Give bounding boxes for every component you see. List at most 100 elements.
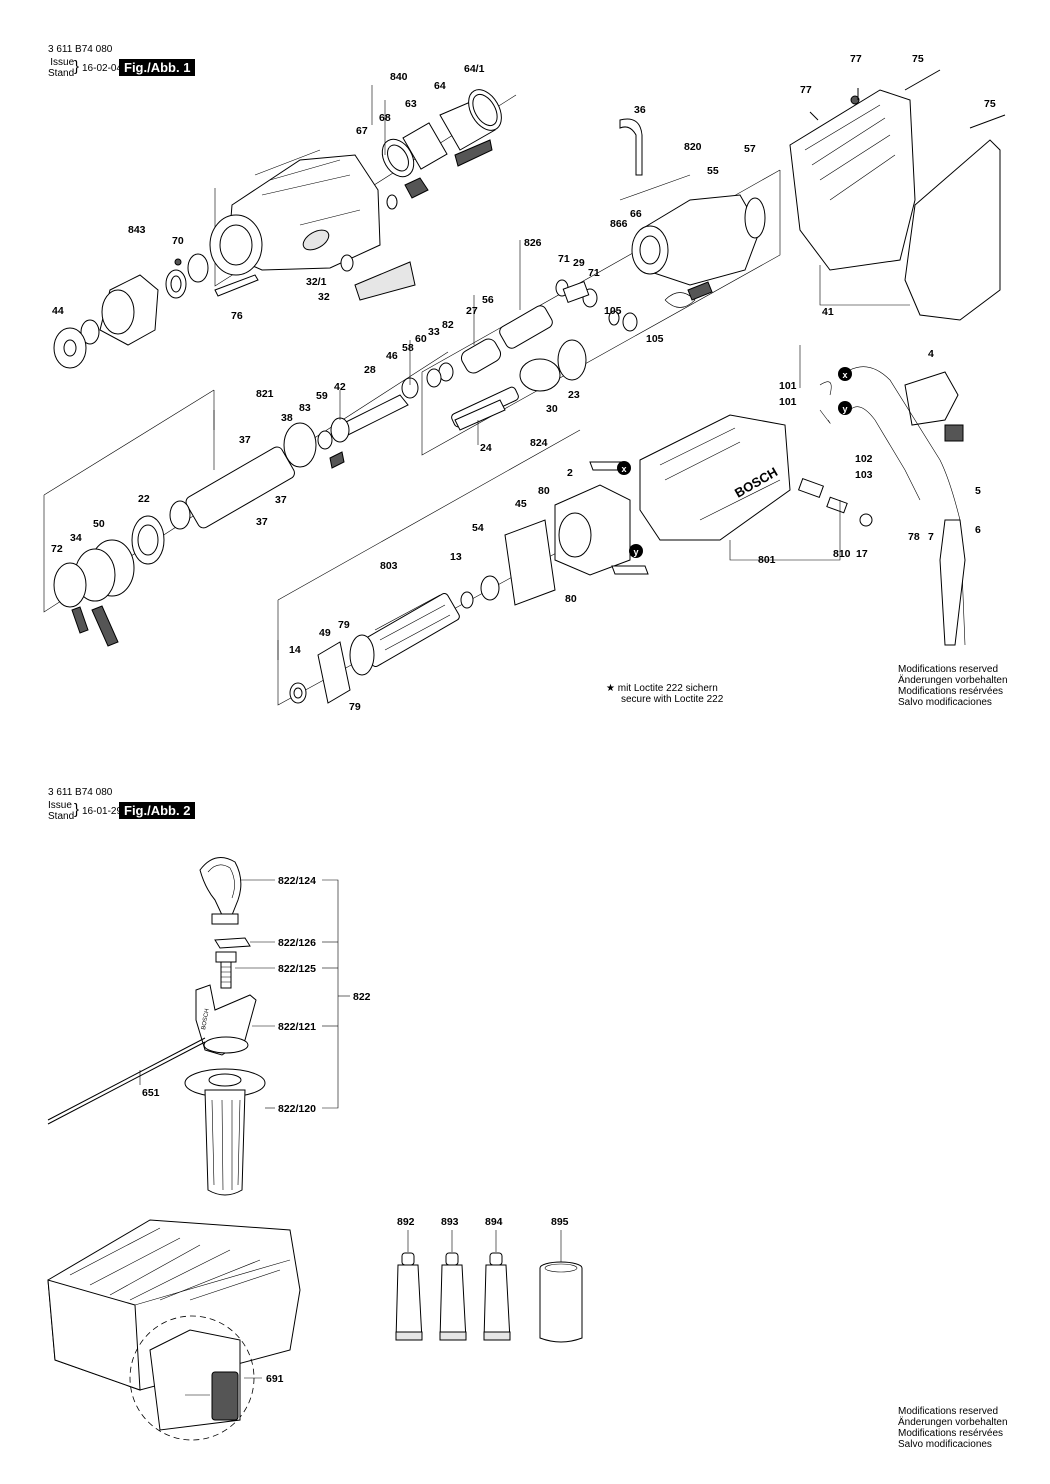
label-63: 63 bbox=[405, 98, 417, 110]
label-820: 820 bbox=[684, 141, 702, 153]
fig2-part-number: 3 611 B74 080 bbox=[48, 787, 113, 798]
label-76: 76 bbox=[231, 310, 243, 322]
fig2-modifications: Modifications reserved Änderungen vorbeh… bbox=[898, 1406, 1008, 1450]
fig1-date: 16-02-04 bbox=[82, 63, 123, 74]
label-843: 843 bbox=[128, 224, 146, 236]
depth-rod-651 bbox=[47, 1037, 206, 1125]
marker-x-1: x bbox=[838, 367, 852, 381]
label-50: 50 bbox=[93, 518, 105, 530]
label-5: 5 bbox=[975, 485, 981, 497]
label-691: 691 bbox=[266, 1373, 284, 1385]
brace: } bbox=[74, 801, 80, 818]
label-77a: 77 bbox=[850, 53, 862, 65]
label-13: 13 bbox=[450, 551, 462, 563]
mod-fr: Modifications resérvées bbox=[898, 686, 1004, 697]
label-68: 68 bbox=[379, 112, 391, 124]
label-32: 32 bbox=[318, 291, 330, 303]
label-36: 36 bbox=[634, 104, 646, 116]
label-895: 895 bbox=[551, 1216, 569, 1228]
brace: } bbox=[74, 58, 80, 75]
label-821: 821 bbox=[256, 388, 274, 400]
label-822-120: 822/120 bbox=[278, 1103, 316, 1115]
svg-text:y: y bbox=[633, 547, 638, 557]
label-49: 49 bbox=[319, 627, 331, 639]
label-34: 34 bbox=[70, 532, 82, 544]
grease-tin-895 bbox=[539, 1261, 583, 1343]
label-866: 866 bbox=[610, 218, 628, 230]
label-801: 801 bbox=[758, 554, 776, 566]
label-80b: 80 bbox=[565, 593, 577, 605]
handle-head-822-121: BOSCH bbox=[195, 984, 257, 1056]
fig1-badge: Fig./Abb. 1 bbox=[119, 59, 196, 76]
label-2: 2 bbox=[567, 467, 573, 479]
label-22: 22 bbox=[138, 493, 150, 505]
fig1-exploded-diagram: BOSCH x y x bbox=[43, 53, 1006, 713]
label-27: 27 bbox=[466, 305, 478, 317]
fig2-labels: 822/124 822/126 822/125 822 822/121 651 … bbox=[142, 875, 569, 1385]
chuck-parts bbox=[53, 253, 416, 369]
stator-and-brushes bbox=[460, 461, 649, 609]
label-33: 33 bbox=[428, 326, 440, 338]
label-810: 810 bbox=[833, 548, 851, 560]
marker-y-1: y bbox=[838, 401, 852, 415]
tube-leaders bbox=[407, 1230, 562, 1262]
label-822-124: 822/124 bbox=[278, 875, 316, 887]
label-893: 893 bbox=[441, 1216, 459, 1228]
label-70: 70 bbox=[172, 235, 184, 247]
label-54: 54 bbox=[472, 522, 484, 534]
label-37b: 37 bbox=[275, 494, 287, 506]
marker-y-2: y bbox=[629, 544, 643, 558]
gear-housing bbox=[209, 149, 381, 276]
label-23: 23 bbox=[568, 389, 580, 401]
label-101b: 101 bbox=[779, 396, 797, 408]
label-71a: 71 bbox=[558, 253, 570, 265]
label-80a: 80 bbox=[538, 485, 550, 497]
ring-parts-63-68 bbox=[381, 89, 502, 210]
label-78: 78 bbox=[908, 531, 920, 543]
label-32-1: 32/1 bbox=[306, 276, 327, 288]
label-59: 59 bbox=[316, 390, 328, 402]
fig1-modifications: Modifications reserved Änderungen vorbeh… bbox=[898, 664, 1008, 708]
mod-es: Salvo modificaciones bbox=[898, 697, 992, 708]
svg-text:x: x bbox=[842, 370, 847, 380]
svg-text:x: x bbox=[621, 464, 626, 474]
svg-text:y: y bbox=[842, 404, 847, 414]
label-79b: 79 bbox=[349, 701, 361, 713]
label-58: 58 bbox=[402, 342, 414, 354]
loctite-line1: mit Loctite 222 sichern bbox=[617, 683, 718, 694]
grease-tube-892 bbox=[395, 1252, 423, 1341]
label-28: 28 bbox=[364, 364, 376, 376]
label-37c: 37 bbox=[256, 516, 268, 528]
label-38: 38 bbox=[281, 412, 293, 424]
label-105a: 105 bbox=[604, 305, 622, 317]
mod-fr: Modifications resérvées bbox=[898, 1428, 1004, 1439]
label-7: 7 bbox=[928, 531, 934, 543]
grease-tube-893 bbox=[439, 1252, 467, 1341]
mod-en: Modifications reserved bbox=[898, 1406, 999, 1417]
handle-clamp-822-124 bbox=[199, 857, 242, 925]
label-14: 14 bbox=[289, 644, 301, 656]
label-822-126: 822/126 bbox=[278, 937, 316, 949]
fig1-labels: 840 64/1 64 63 68 67 843 70 44 32/1 32 7… bbox=[51, 53, 996, 713]
label-37a: 37 bbox=[239, 434, 251, 446]
label-44: 44 bbox=[52, 305, 64, 317]
label-102: 102 bbox=[855, 453, 873, 465]
label-41: 41 bbox=[822, 306, 834, 318]
gearbox-820 bbox=[608, 118, 766, 332]
label-45: 45 bbox=[515, 498, 527, 510]
grease-tube-894 bbox=[483, 1252, 511, 1341]
marker-x-2: x bbox=[617, 461, 631, 475]
label-60: 60 bbox=[415, 333, 427, 345]
label-822-125: 822/125 bbox=[278, 963, 316, 975]
mod-de: Änderungen vorbehalten bbox=[898, 1417, 1008, 1428]
label-72: 72 bbox=[51, 543, 63, 555]
label-894: 894 bbox=[485, 1216, 503, 1228]
label-57: 57 bbox=[744, 143, 756, 155]
fig2-accessories-diagram: BOSCH bbox=[47, 857, 583, 1441]
carrying-case bbox=[47, 1219, 301, 1441]
label-29: 29 bbox=[573, 257, 585, 269]
loctite-line2: secure with Loctite 222 bbox=[621, 694, 724, 705]
label-824: 824 bbox=[530, 437, 548, 449]
mod-en: Modifications reserved bbox=[898, 664, 999, 675]
label-64-1: 64/1 bbox=[464, 63, 485, 75]
